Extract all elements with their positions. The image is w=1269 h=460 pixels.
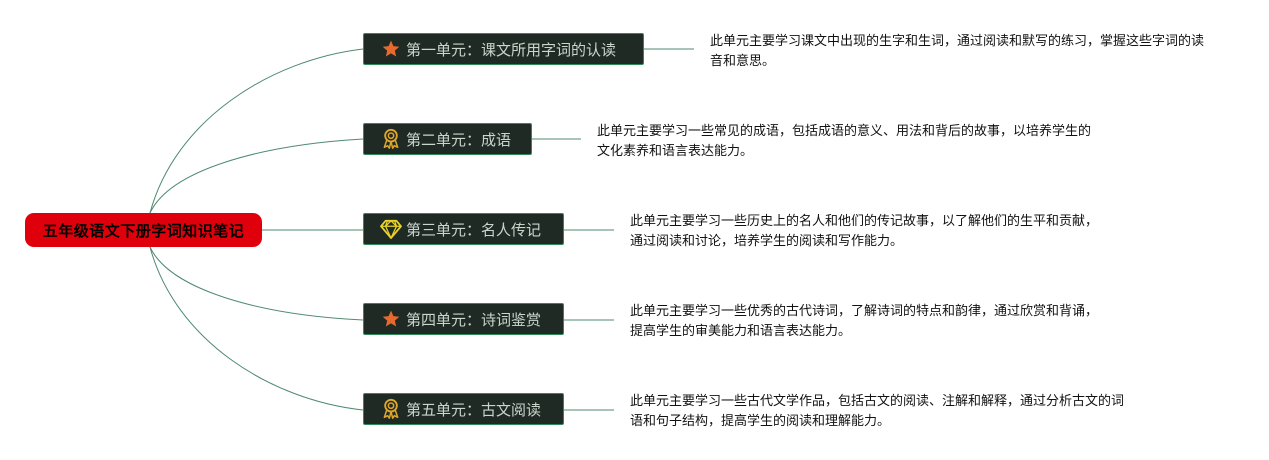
- unit-description: 此单元主要学习一些古代文学作品，包括古文的阅读、注解和解释，通过分析古文的词语和…: [630, 394, 1125, 429]
- connector-root-unit4: [149, 246, 364, 321]
- star-icon: [380, 308, 402, 330]
- connector-root-unit1: [149, 48, 364, 214]
- unit-label: 第五单元：古文阅读: [406, 400, 542, 419]
- unit-description: 此单元主要学习一些常见的成语，包括成语的意义、用法和背后的故事，以培养学生的文化…: [597, 124, 1092, 159]
- unit-label: 第四单元：诗词鉴赏: [406, 310, 542, 329]
- root-topic[interactable]: 五年级语文下册字词知识笔记: [25, 213, 262, 247]
- unit-node-5[interactable]: 第五单元：古文阅读: [363, 393, 564, 425]
- unit-node-1[interactable]: 第一单元：课文所用字词的认读: [363, 33, 644, 65]
- unit-label: 第三单元：名人传记: [406, 220, 542, 239]
- unit-label: 第二单元：成语: [406, 130, 512, 149]
- unit-node-4[interactable]: 第四单元：诗词鉴赏: [363, 303, 564, 335]
- unit-node-2[interactable]: 第二单元：成语: [363, 123, 532, 155]
- connector-root-unit5: [149, 246, 364, 411]
- star-icon: [380, 38, 402, 60]
- diamond-icon: [380, 218, 402, 240]
- award-ribbon-icon: [380, 128, 402, 150]
- unit-description: 此单元主要学习一些优秀的古代诗词，了解诗词的特点和韵律，通过欣赏和背诵，提高学生…: [630, 304, 1099, 339]
- connector-root-unit2: [149, 138, 364, 214]
- unit-description: 此单元主要学习一些历史上的名人和他们的传记故事，以了解他们的生平和贡献，通过阅读…: [630, 214, 1099, 249]
- unit-description: 此单元主要学习课文中出现的生字和生词，通过阅读和默写的练习，掌握这些字词的读音和…: [710, 34, 1205, 69]
- unit-label: 第一单元：课文所用字词的认读: [406, 40, 617, 59]
- award-ribbon-icon: [380, 398, 402, 420]
- unit-node-3[interactable]: 第三单元：名人传记: [363, 213, 564, 245]
